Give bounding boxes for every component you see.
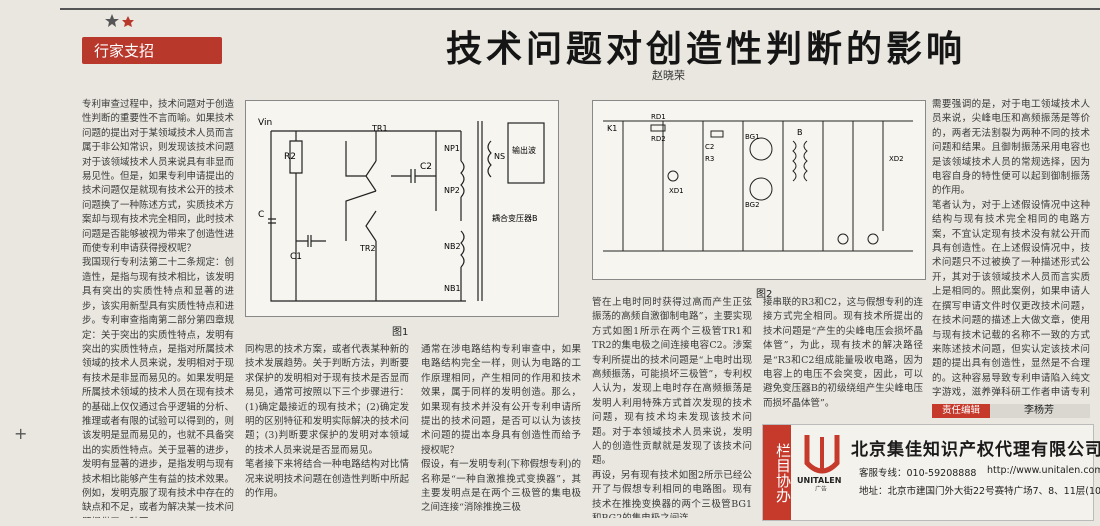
star-icon xyxy=(122,16,134,27)
sponsor-ad: 栏目协办 UNITALEN 广告 北京集佳知识产权代理有限公司 客服专线：010… xyxy=(762,424,1100,521)
label-xd1: XD1 xyxy=(669,187,684,195)
label-c2: C2 xyxy=(420,162,432,172)
body-column-1: 专利审查过程中，技术问题对于创造性判断的重要性不言而喻。如果技术问题的提出对于某… xyxy=(82,99,234,518)
label-r3: R3 xyxy=(705,155,714,163)
headline: 技术问题对创造性判断的影响 xyxy=(446,28,967,70)
label-np2: NP2 xyxy=(444,186,460,195)
author-byline: 赵晓荣 xyxy=(652,69,685,82)
ad-address: 地址：北京市建国门外大街22号赛特广场7、8、11层(100004) xyxy=(859,486,1100,497)
editor-label: 责任编辑 xyxy=(932,404,990,418)
label-xd2: XD2 xyxy=(889,155,904,163)
figure-2: K1 RD1 RD2 XD1 C2 R3 BG1 BG2 B XD2 xyxy=(592,100,926,280)
label-rd2: RD2 xyxy=(651,135,666,143)
editor-credit: 责任编辑 李杨芳 xyxy=(932,404,1090,418)
unitalen-logo: UNITALEN 广告 xyxy=(797,429,847,493)
figure-2-caption: 图2 xyxy=(756,289,773,300)
ad-company-name: 北京集佳知识产权代理有限公司 xyxy=(851,440,1100,460)
label-c1: C1 xyxy=(290,252,302,262)
label-transformer: 耦合变压器B xyxy=(492,213,538,223)
body-column-5: 接串联的R3和C2，这与假想专利的连接方式完全相同。现有技术所提出的技术问题是“… xyxy=(763,297,923,409)
circuit-diagram-2: K1 RD1 RD2 XD1 C2 R3 BG1 BG2 B XD2 xyxy=(603,113,913,252)
circuit-diagram-1: Vin R2 C C1 TR1 TR2 C2 NP1 NP2 NS NB2 NB… xyxy=(258,118,545,302)
crop-mark: + xyxy=(14,424,28,443)
body-column-2: 同构思的技术方案，或者代表某种新的技术发展趋势。关于判断方法，判断要求保护的发明… xyxy=(245,344,409,500)
body-column-6: 需要强调的是，对于电工领域技术人员来说，尖峰电压和高频振荡是等价的，两者无法割裂… xyxy=(932,99,1090,399)
section-tag: 行家支招 xyxy=(82,37,222,64)
label-output: 输出波 xyxy=(512,145,536,155)
top-rule xyxy=(60,8,1100,10)
star-icon xyxy=(105,14,119,27)
svg-text:广告: 广告 xyxy=(815,485,827,491)
label-rd1: RD1 xyxy=(651,113,666,121)
svg-text:UNITALEN: UNITALEN xyxy=(797,476,841,485)
figure-1-caption: 图1 xyxy=(392,327,409,338)
label-k1: K1 xyxy=(607,124,617,133)
body-column-3: 通常在涉电路结构专利审查中，如果电路结构完全一样，则认为电路的工作原理相同，产生… xyxy=(421,344,581,514)
label-ns: NS xyxy=(494,152,505,161)
ad-hotline: 客服专线：010-59208888 xyxy=(859,468,977,479)
body-column-4: 管在上电时同时获得过高而产生正弦振荡的高频自激御制电路”，主要实现方式如图1所示… xyxy=(592,297,752,518)
editor-name: 李杨芳 xyxy=(1024,405,1054,416)
label-b: B xyxy=(797,128,803,137)
ad-side-label: 栏目协办 xyxy=(763,425,792,520)
label-c: C xyxy=(258,210,264,220)
label-np1: NP1 xyxy=(444,144,460,153)
figure-1: Vin R2 C C1 TR1 TR2 C2 NP1 NP2 NS NB2 NB… xyxy=(245,100,559,317)
label-bg1: BG1 xyxy=(745,133,760,141)
label-r2: R2 xyxy=(284,152,296,162)
label-nb1: NB1 xyxy=(444,284,461,293)
label-tr1: TR1 xyxy=(371,124,388,133)
stars-decoration xyxy=(105,14,134,27)
label-tr2: TR2 xyxy=(359,244,376,253)
ad-website[interactable]: http://www.unitalen.com.cn xyxy=(987,465,1100,476)
label-bg2: BG2 xyxy=(745,201,760,209)
label-c2: C2 xyxy=(705,143,714,151)
label-vin: Vin xyxy=(258,118,272,128)
label-nb2: NB2 xyxy=(444,242,461,251)
